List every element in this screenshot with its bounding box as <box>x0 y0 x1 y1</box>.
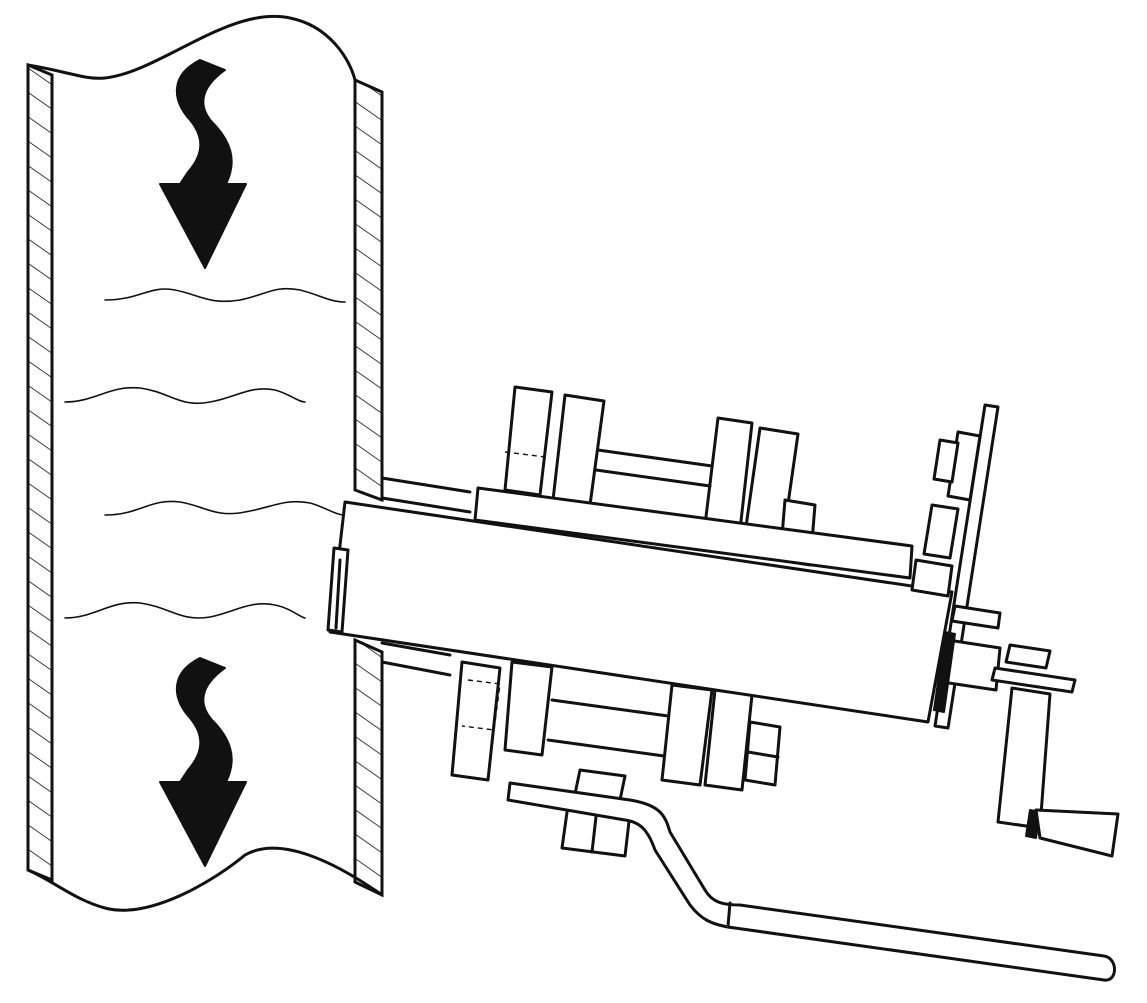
probe-housing <box>326 403 1002 730</box>
fluid-wave <box>104 500 346 516</box>
pipe-top-edge <box>26 14 357 82</box>
pipe-wall-right-lower <box>353 637 384 898</box>
pipe-wall-right-upper <box>353 77 384 503</box>
fluid-wave <box>104 287 346 303</box>
mounting-flange <box>380 385 914 792</box>
crank-handle <box>990 643 1120 858</box>
valve-lever <box>506 781 1116 982</box>
pipe-bottom-edge <box>26 846 384 912</box>
pipe-section <box>26 14 384 912</box>
fluid-wave <box>64 601 306 619</box>
fluid-wave <box>64 386 306 405</box>
flow-direction-arrow <box>159 59 247 269</box>
pipe-wall-left <box>26 62 54 883</box>
flow-direction-arrow <box>159 657 247 867</box>
